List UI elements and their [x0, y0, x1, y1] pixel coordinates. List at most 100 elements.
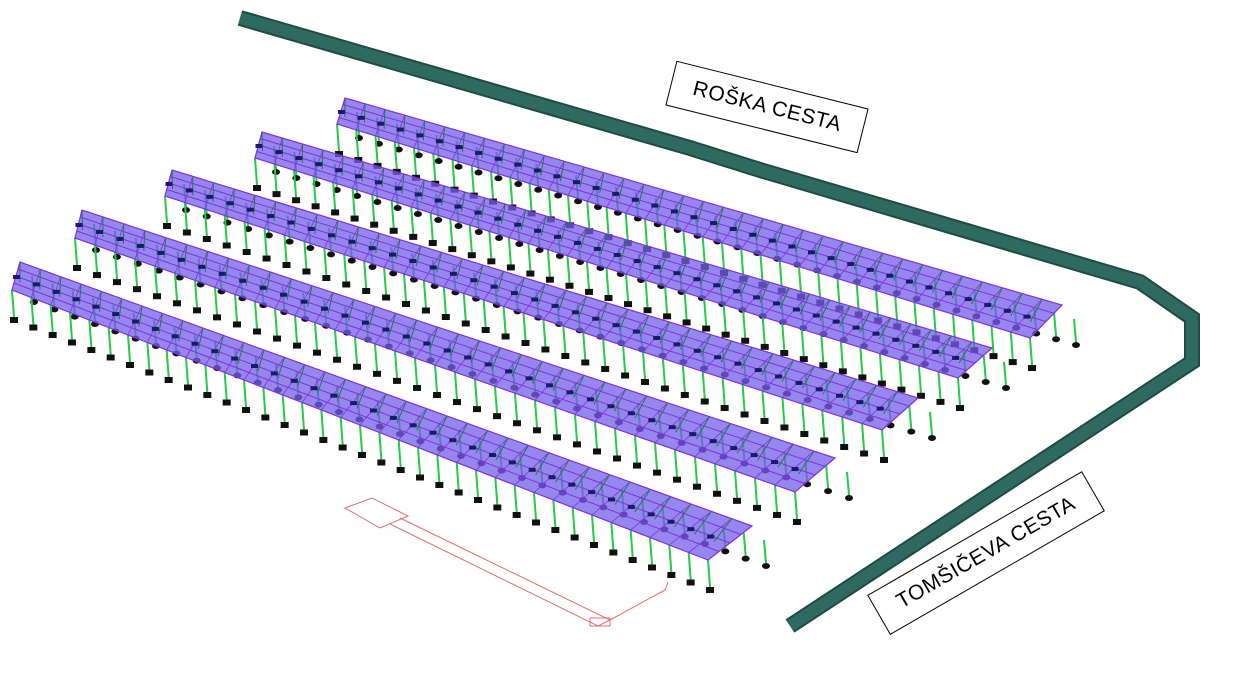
- panel-connector: [836, 393, 844, 398]
- column: [855, 284, 860, 312]
- panel-connector: [1023, 314, 1031, 319]
- bracing: [491, 347, 501, 370]
- bracing: [401, 173, 405, 194]
- column: [434, 364, 438, 393]
- rafter: [707, 525, 753, 561]
- column: [644, 219, 648, 247]
- panel-connector: [734, 361, 742, 366]
- panel-connector: [586, 397, 594, 402]
- bracing: [799, 293, 810, 315]
- footing: [514, 181, 523, 187]
- bracing: [695, 416, 710, 440]
- footing: [590, 542, 598, 548]
- panel-connector: [627, 504, 635, 509]
- column: [582, 332, 587, 360]
- panel-connector: [952, 355, 960, 360]
- footing: [526, 270, 535, 277]
- panel-connector: [510, 291, 518, 296]
- bracing: [79, 283, 82, 305]
- panel-connector: [489, 453, 496, 457]
- panel-connector: [494, 156, 502, 161]
- column: [69, 312, 73, 340]
- column: [397, 439, 402, 468]
- bracing: [593, 381, 606, 405]
- panel-connector: [729, 226, 737, 231]
- panel-connector: [554, 234, 562, 239]
- bracing: [171, 169, 173, 190]
- column: [761, 390, 766, 419]
- column: [422, 280, 427, 308]
- panel-connector: [443, 348, 451, 353]
- footing: [493, 413, 501, 420]
- column: [223, 215, 228, 243]
- bracing: [600, 233, 608, 255]
- bracing: [237, 342, 245, 364]
- bracing: [620, 239, 628, 261]
- column: [528, 183, 533, 211]
- column: [273, 164, 278, 192]
- footing: [347, 257, 356, 264]
- bracing: [470, 340, 480, 363]
- panel-connector: [355, 174, 363, 179]
- bracing: [578, 296, 587, 318]
- panel-connector: [287, 220, 295, 225]
- column: [629, 529, 634, 558]
- panel-connector: [852, 325, 860, 330]
- footing: [741, 337, 750, 344]
- footing: [819, 362, 828, 369]
- panel-connector: [280, 292, 288, 297]
- column: [534, 400, 538, 428]
- panel-connector: [612, 191, 620, 196]
- bracing: [143, 230, 146, 251]
- footing: [741, 555, 750, 562]
- column: [562, 325, 567, 354]
- panel-connector: [454, 204, 462, 209]
- footing: [760, 343, 769, 350]
- footing: [693, 483, 701, 490]
- footing: [648, 564, 656, 571]
- bracing: [286, 278, 292, 300]
- footing: [414, 152, 423, 159]
- footing: [292, 197, 301, 204]
- outline-path: [343, 497, 669, 627]
- footing: [322, 275, 331, 281]
- column: [774, 484, 778, 513]
- roads: [237, 10, 1200, 633]
- panel-connector: [754, 368, 762, 373]
- panel-connector: [788, 244, 796, 249]
- panel-connector: [52, 289, 60, 294]
- bracing: [775, 224, 784, 246]
- bracing: [559, 161, 565, 182]
- panel-connector: [612, 323, 620, 328]
- bracing: [552, 368, 564, 391]
- panel-connector: [808, 250, 815, 255]
- bracing: [158, 313, 163, 335]
- panel-connector: [693, 348, 701, 353]
- footing: [624, 301, 633, 308]
- footing: [373, 199, 382, 205]
- footing: [545, 276, 554, 283]
- footing: [553, 434, 561, 441]
- panel-connector: [651, 203, 659, 208]
- footing: [382, 294, 391, 301]
- bracing: [376, 393, 387, 416]
- panel-connector: [733, 289, 741, 294]
- footing: [242, 407, 250, 413]
- footing: [633, 462, 641, 469]
- bracing: [599, 172, 605, 194]
- bracing: [515, 445, 529, 468]
- column: [714, 463, 718, 491]
- panel-connector: [389, 252, 397, 257]
- column: [821, 410, 826, 438]
- bracing: [334, 220, 339, 241]
- bracing: [654, 402, 669, 426]
- column: [514, 393, 518, 421]
- panel-connector: [330, 393, 338, 398]
- bracing: [480, 197, 486, 218]
- column: [312, 176, 317, 204]
- footing: [311, 203, 320, 210]
- column: [701, 371, 706, 399]
- footing: [173, 300, 181, 307]
- column: [468, 225, 473, 253]
- bracing: [266, 271, 271, 293]
